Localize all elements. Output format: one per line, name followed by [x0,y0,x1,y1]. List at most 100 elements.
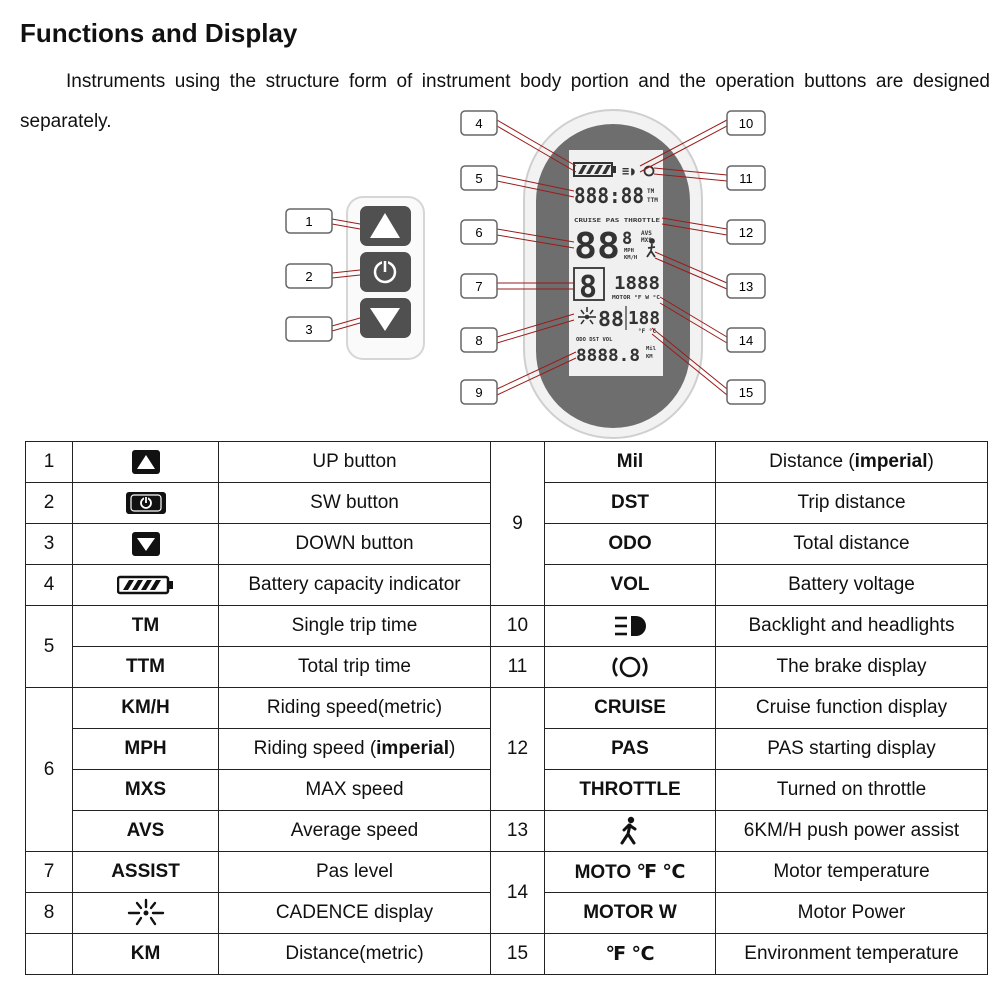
svg-text:1: 1 [305,214,312,229]
lcd-cadence: 88 [598,307,624,331]
row-number: 4 [25,564,73,606]
intro-paragraph: Instruments using the structure form of … [20,71,990,132]
headlight-icon: ≡◗ [622,164,636,178]
item-cell: Mil [544,441,716,483]
item-cell [72,482,219,524]
item-cell: TM [72,605,219,647]
lcd-odo-labels: ODO DST VOL [576,337,613,343]
item-cell: ODO [544,523,716,565]
lcd-km-label: KM [646,354,653,360]
lcd-kmh-label: KM/H [624,255,637,261]
desc-cell: Total trip time [218,646,491,688]
desc-cell: Distance (imperial) [715,441,988,483]
cadence-icon [127,898,164,926]
item-cell: KM/H [72,687,219,729]
functions-table: 1 UP button 9 Mil Distance (imperial) 2 … [25,441,988,975]
item-cell [544,605,716,647]
row-number: 5 [25,605,73,688]
desc-cell: 6KM/H push power assist [715,810,988,852]
item-cell [72,523,219,565]
lcd-avs-label: AVS [641,230,652,237]
callout-13: 13 [726,273,766,299]
desc-cell: Pas level [218,851,491,893]
desc-cell: Turned on throttle [715,769,988,811]
callout-1: 1 [285,208,333,234]
desc-cell: Trip distance [715,482,988,524]
down-arrow-icon [370,308,400,331]
callout-4: 4 [460,110,498,136]
lcd-screen [569,150,663,376]
desc-cell: Battery capacity indicator [218,564,491,606]
row-number: 13 [490,810,545,852]
desc-cell: Backlight and headlights [715,605,988,647]
instrument-diagram: ≡◗ 888:88 TM TTM CRUISE PAS THROTTLE 88 … [285,109,766,439]
brake-icon [612,656,648,678]
svg-text:2: 2 [305,269,312,284]
item-cell [72,564,219,606]
callout-12: 12 [726,219,766,245]
callout-8: 8 [460,327,498,353]
svg-text:5: 5 [475,171,482,186]
item-cell: THROTTLE [544,769,716,811]
callout-14: 14 [726,327,766,353]
callout-6: 6 [460,219,498,245]
desc-cell: CADENCE display [218,892,491,934]
row-number: 9 [490,441,545,606]
callout-9: 9 [460,379,498,405]
desc-cell: SW button [218,482,491,524]
row-number: 12 [490,687,545,811]
item-cell: AVS [72,810,219,852]
item-cell: PAS [544,728,716,770]
item-cell: MOTO ℉ ℃ [544,851,716,893]
table-row: KM Distance(metric) 15 ℉ ℃ Environment t… [25,933,988,975]
desc-cell: Riding speed (imperial) [218,728,491,770]
callout-15: 15 [726,379,766,405]
item-cell: MXS [72,769,219,811]
table-row: AVS Average speed 13 6KM/H push power as… [26,810,988,852]
desc-cell: MAX speed [218,769,491,811]
item-cell: TTM [72,646,219,688]
callout-2: 2 [285,263,333,289]
item-cell: VOL [544,564,716,606]
svg-text:13: 13 [739,279,753,294]
power-icon [125,492,166,514]
desc-cell: UP button [218,441,491,483]
desc-cell: PAS starting display [715,728,988,770]
svg-text:8: 8 [475,333,482,348]
row-number: 10 [490,605,545,647]
battery-icon [116,575,173,595]
callout-11: 11 [726,165,766,191]
item-cell [544,810,716,852]
desc-cell: Single trip time [218,605,491,647]
item-cell: KM [72,933,219,975]
desc-cell: Motor Power [715,892,988,934]
table-row: 8 CADENCE display MOTOR W Motor Power [25,892,988,934]
item-cell: MPH [72,728,219,770]
row-number: 11 [490,646,545,688]
lcd-assist: 8 [579,270,597,305]
table-row: 5 TM Single trip time 10 Backlight and h… [25,605,988,688]
desc-cell: Motor temperature [715,851,988,893]
lcd-mxs-label: MXS [641,237,652,244]
table-row: 1 UP button 9 Mil Distance (imperial) [25,441,988,606]
up-arrow-icon [131,450,160,474]
svg-text:6: 6 [475,225,482,240]
callout-7: 7 [460,273,498,299]
lcd-tm-label: TM [647,188,655,195]
item-cell [544,646,716,688]
row-number: 7 [25,851,73,893]
svg-text:14: 14 [739,333,753,348]
row-number [25,933,73,975]
callout-5: 5 [460,165,498,191]
desc-cell: DOWN button [218,523,491,565]
svg-text:4: 4 [475,116,482,131]
cadence-icon [578,307,596,325]
callout-3: 3 [285,316,333,342]
table-row: TTM Total trip time 11 The brake display [26,646,988,688]
row-number: 1 [25,441,73,483]
row-number: 3 [25,523,73,565]
desc-cell: Distance(metric) [218,933,491,975]
svg-text:11: 11 [739,171,753,186]
item-cell [72,441,219,483]
headlight-icon [615,616,646,636]
